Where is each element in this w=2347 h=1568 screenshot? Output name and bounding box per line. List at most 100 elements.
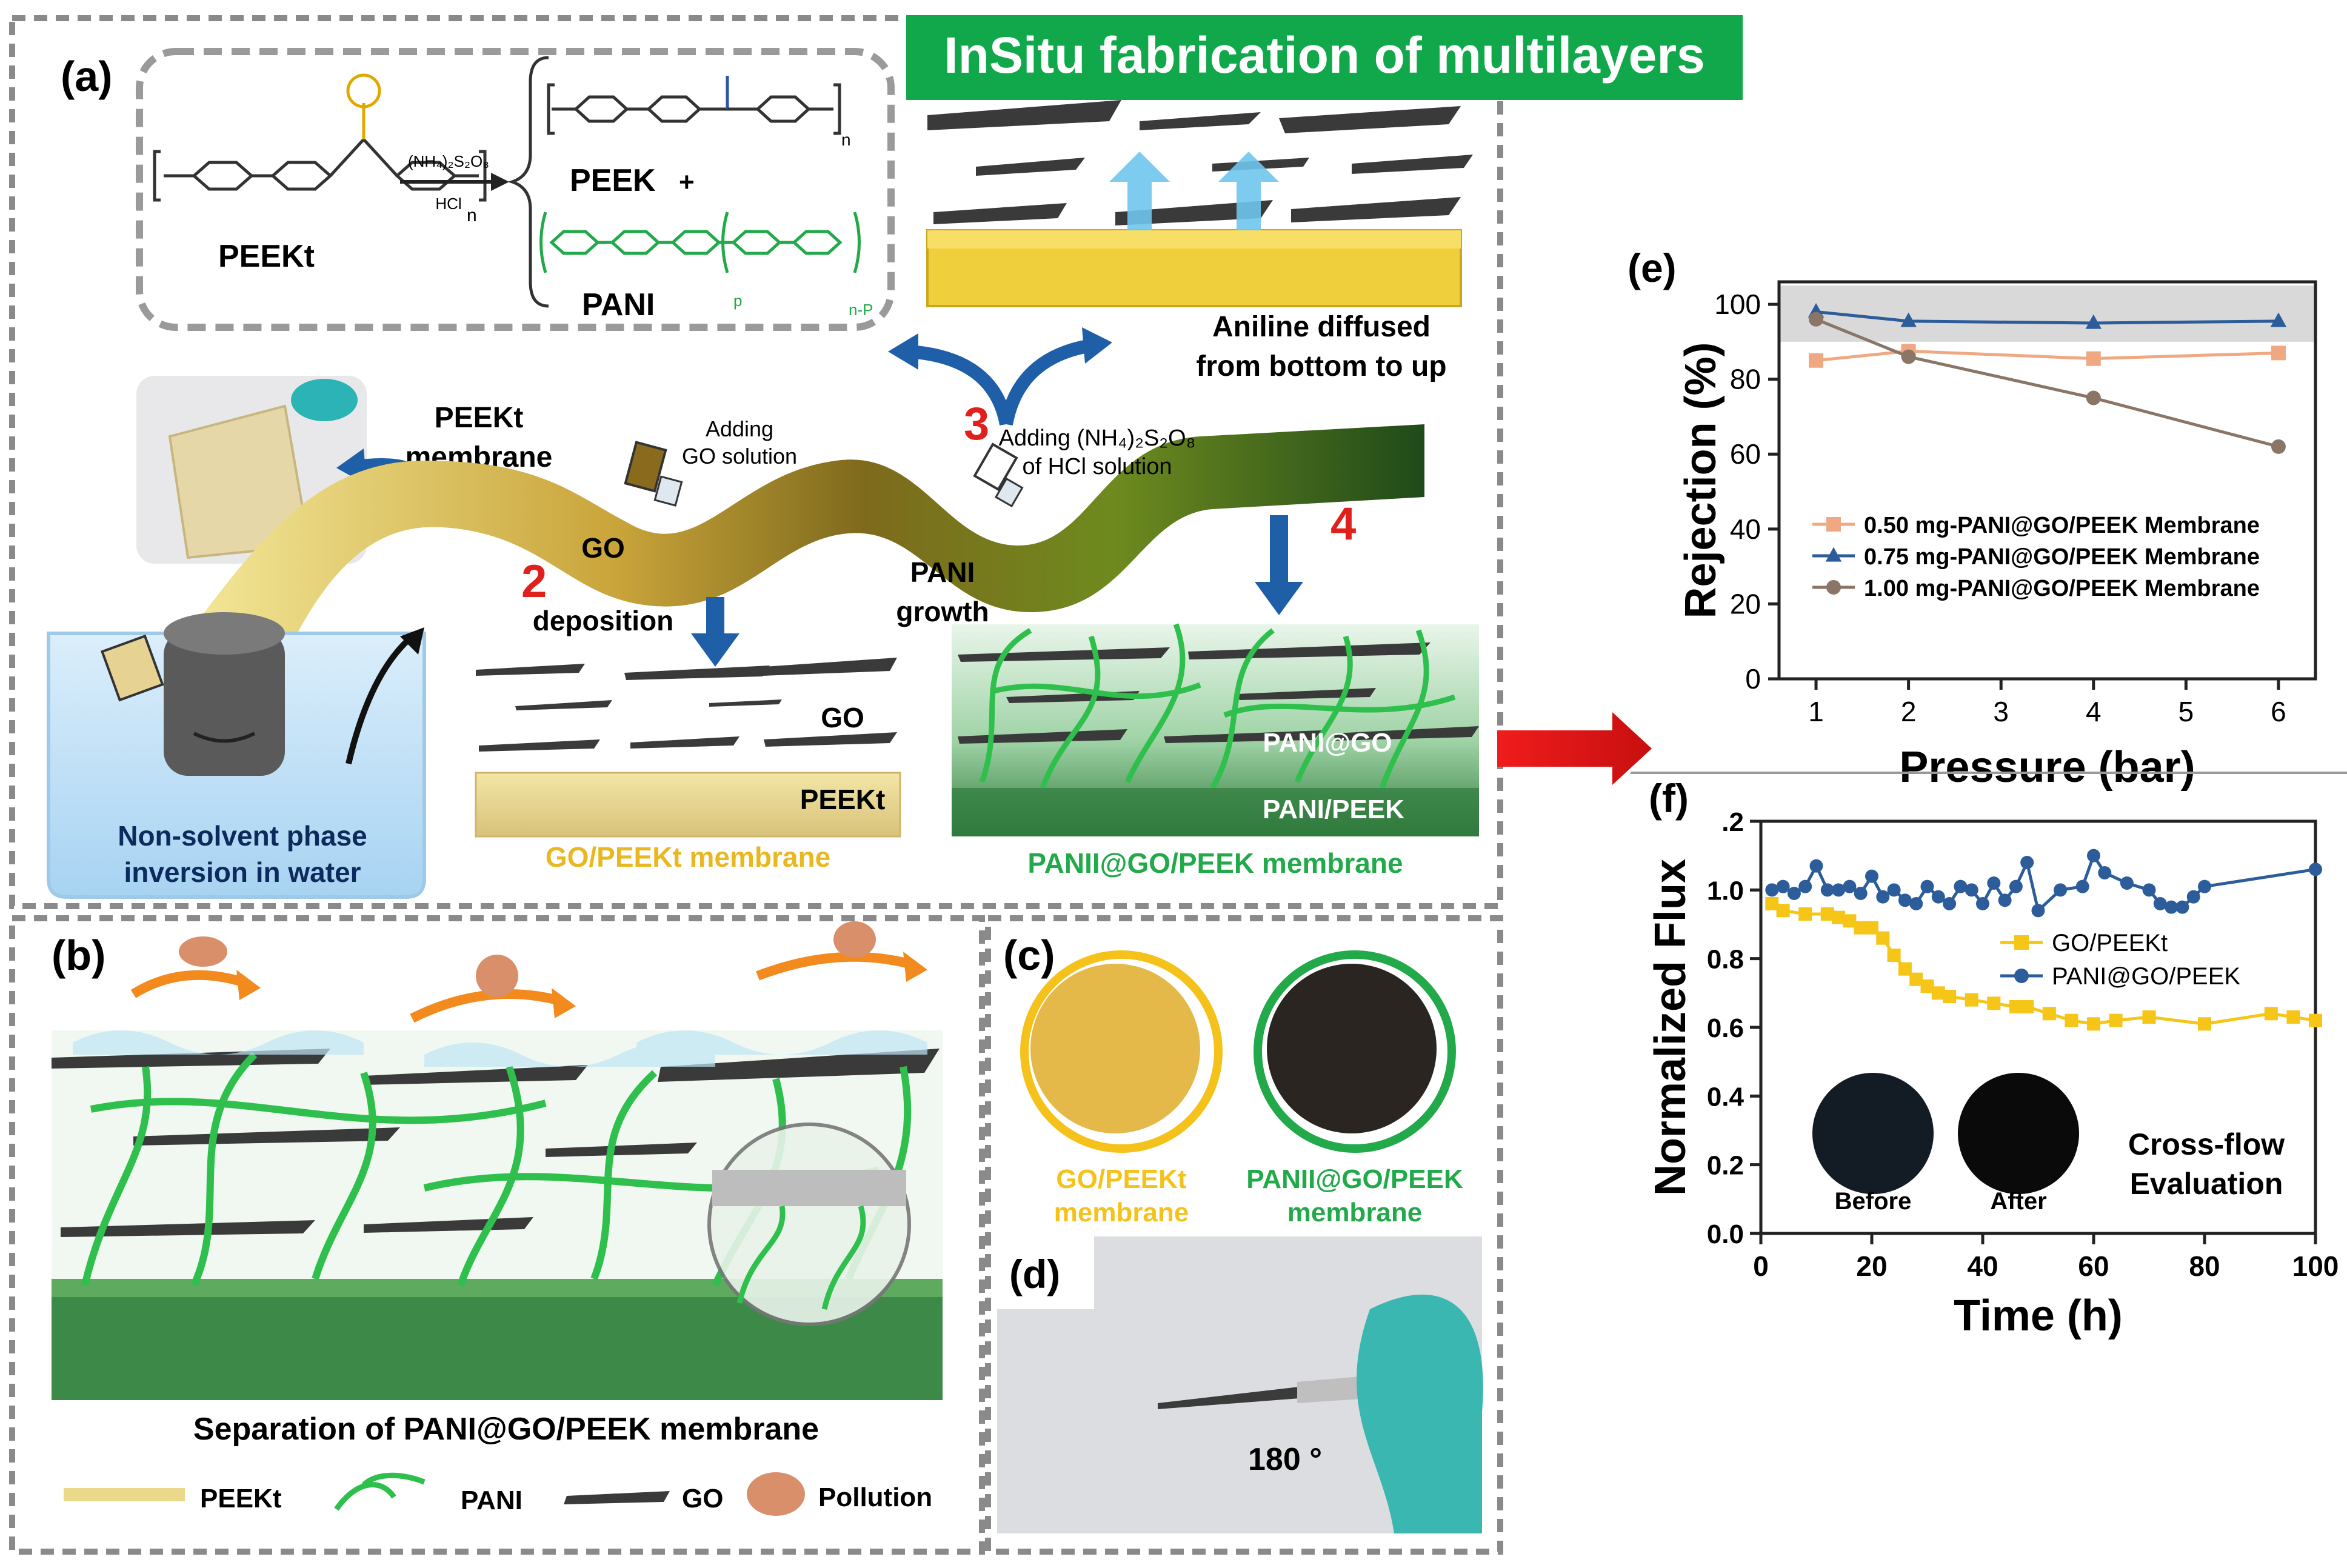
pani-go-peek-membrane-caption: PANII@GO/PEEK membrane <box>1027 847 1403 879</box>
product-brace <box>507 56 549 308</box>
panel-e-label: (e) <box>1628 245 1677 290</box>
nonsolvent-text-1: Non-solvent phase <box>118 820 367 852</box>
bend-angle: 180 ° <box>1248 1442 1322 1477</box>
y-tick-label: 40 <box>1730 513 1761 545</box>
chart-f-point <box>2075 879 2089 893</box>
go-peekt-membrane-caption: GO/PEEKt membrane <box>546 841 830 873</box>
go-layer-label: GO <box>821 702 864 733</box>
reaction-scheme: n PEEKt (NH₄)₂S₂O₈ HCl n PEEK + <box>136 48 895 331</box>
chart-f-point <box>1943 990 1957 1003</box>
pani-go-layer-label: PANI@GO <box>1263 728 1392 758</box>
chart-f-point <box>1832 883 1846 897</box>
peek-structure <box>547 76 841 135</box>
chart-f-point <box>1876 890 1890 904</box>
aniline-text-2: from bottom to up <box>1196 350 1446 382</box>
legend-go: GO <box>682 1484 723 1513</box>
bath-arrow <box>346 634 415 765</box>
reagent-bottom: HCl <box>435 195 461 213</box>
chart-f-legend-marker <box>2014 935 2029 950</box>
chart-e-legend-marker <box>1826 580 1841 595</box>
chart-e-legend-marker <box>1825 547 1842 562</box>
go-peekt-membrane-illustration <box>475 658 901 838</box>
go-peekt-caption-1: GO/PEEKt <box>1056 1164 1186 1194</box>
chart-f-point <box>1765 897 1779 910</box>
step-4: 4 <box>1330 498 1356 550</box>
chart-f-point <box>1965 993 1978 1007</box>
pani-go-peek-caption-1: PANII@GO/PEEK <box>1246 1164 1463 1194</box>
chart-f-point <box>1765 883 1779 897</box>
step-3: 3 <box>964 398 989 450</box>
chart-f-point <box>1854 887 1868 900</box>
x-tick-label: 1 <box>1808 696 1824 727</box>
chart-f-point <box>2031 904 2045 918</box>
aniline-text-1: Aniline diffused <box>1212 311 1431 343</box>
chart-f-point <box>1998 893 2012 907</box>
chart-f-point <box>1987 876 2001 890</box>
chart-f-point <box>2165 900 2178 914</box>
panel-cd-frame <box>985 915 1503 1555</box>
chart-f-point <box>2065 1013 2078 1027</box>
peekt-n: n <box>467 205 477 225</box>
legend-peekt-swatch <box>64 1488 185 1501</box>
chart-e-point <box>1809 312 1824 327</box>
step-2: 2 <box>521 556 547 607</box>
x-tick-label: 0 <box>1753 1250 1769 1282</box>
y-tick-label: 0.4 <box>1707 1082 1744 1112</box>
peekt-membrane-text-1: PEEKt <box>435 402 524 434</box>
chart-e-frame <box>1777 280 2317 681</box>
bath-arrow-head <box>400 627 424 655</box>
go-deposition-2: deposition <box>533 605 674 636</box>
chart-f-point <box>1865 921 1878 935</box>
panel-b-legend: PEEKt PANI GO Pollution <box>64 1472 932 1516</box>
chart-e-series-line-1 <box>1815 310 2279 325</box>
separation-illustration <box>52 921 943 1400</box>
chart-f-point <box>1798 907 1812 921</box>
legend-pani: PANI <box>461 1486 522 1515</box>
product-1-label: PEEK <box>570 163 656 198</box>
panel-b-label: (b) <box>52 932 105 979</box>
peekt-structure <box>153 73 487 202</box>
chart-f-point <box>2186 890 2200 904</box>
legend-peekt: PEEKt <box>200 1484 282 1513</box>
chart-e-point <box>2086 351 2101 366</box>
chart-f-point <box>2153 897 2167 910</box>
chart-f-point <box>2042 1007 2056 1021</box>
chart-f-point <box>1787 887 1801 900</box>
down-arrow-go <box>691 597 739 667</box>
pani-peek-layer-label: PANI/PEEK <box>1263 795 1404 824</box>
chart-f-point <box>1887 949 1901 962</box>
x-tick-label: 3 <box>1993 696 2009 727</box>
x-tick-label: 40 <box>1967 1250 1998 1282</box>
chart-f-point <box>2309 862 2322 876</box>
chart-f-point <box>1898 962 1912 976</box>
y-tick-label: .2 <box>1721 807 1744 837</box>
chart-e-series-line-0 <box>1815 349 2279 362</box>
pani-go-peek-disc <box>1267 964 1437 1133</box>
go-deposition-1: GO <box>581 532 625 564</box>
chart-e-ylabel: Rejection (%) <box>1677 342 1725 618</box>
peek-n: n <box>841 130 851 149</box>
chart-e-series-line-2 <box>1815 318 2279 449</box>
chart-f-ylabel: Normalized Flux <box>1646 859 1695 1196</box>
chart-f-point <box>1876 931 1890 945</box>
chart-e-legend-label: 0.50 mg-PANI@GO/PEEK Membrane <box>1864 513 2260 538</box>
chart-f-point <box>1820 907 1834 921</box>
separation-caption: Separation of PANI@GO/PEEK membrane <box>193 1412 819 1447</box>
chart-e-point <box>2271 439 2286 454</box>
chart-f-point <box>1931 890 1945 904</box>
chart-f-point <box>2264 1007 2278 1021</box>
cross-flow-note-1: Cross-flow <box>2128 1127 2285 1161</box>
y-tick-label: 0.6 <box>1707 1013 1744 1043</box>
chart-f-point <box>1931 986 1945 1000</box>
chart-f-point <box>1776 879 1790 893</box>
x-tick-label: 5 <box>2178 696 2194 727</box>
chart-f-point <box>2009 1000 2023 1013</box>
nonsolvent-text-2: inversion in water <box>124 856 361 888</box>
y-tick-label: 60 <box>1730 438 1761 470</box>
peekt-layer-label: PEEKt <box>800 784 886 815</box>
pani-go-peek-membrane-illustration <box>952 623 1479 836</box>
adding-go-1: Adding <box>706 416 773 441</box>
x-tick-label: 100 <box>2292 1250 2339 1282</box>
